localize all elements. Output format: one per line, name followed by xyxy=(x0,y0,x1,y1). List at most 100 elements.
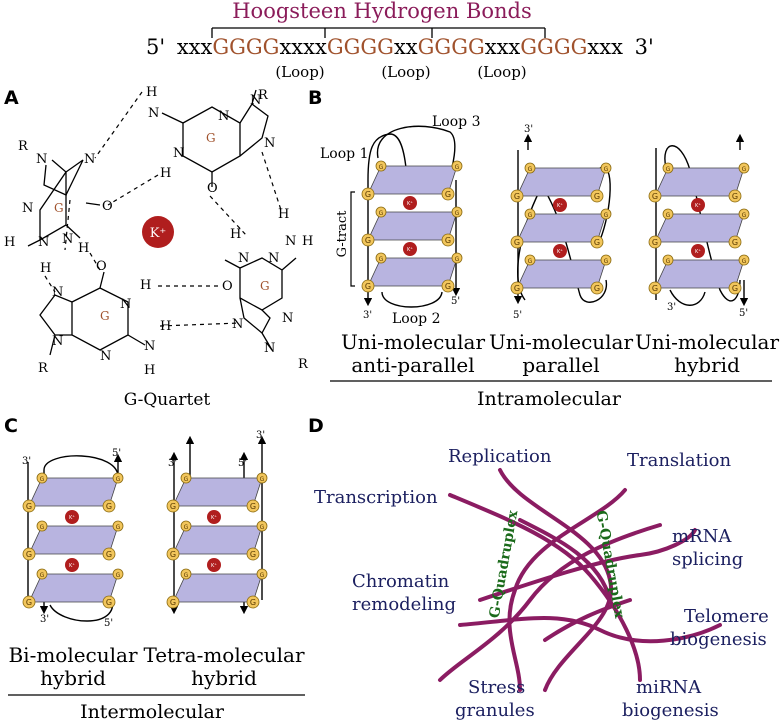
structure-label-hybrid-2: hybrid xyxy=(674,353,740,377)
k-ion-label: K⁺ xyxy=(211,563,217,569)
g-node xyxy=(662,208,674,220)
g-node-label: G xyxy=(652,192,658,201)
g-node xyxy=(246,499,260,513)
atom-text: N xyxy=(285,234,296,249)
atom-text: O xyxy=(222,279,233,294)
g-node-label: G xyxy=(594,192,600,201)
g-node xyxy=(441,233,455,247)
atom-text: H xyxy=(140,278,151,293)
g-node-label: G xyxy=(594,284,600,293)
g-node xyxy=(112,472,124,484)
g-node xyxy=(451,206,463,218)
g-node-label: G xyxy=(40,572,45,579)
g-node xyxy=(22,595,36,609)
g-node-label: G xyxy=(732,284,738,293)
g-node xyxy=(22,547,36,561)
g-node-label: G xyxy=(260,572,265,579)
g-node-label: G xyxy=(666,166,671,173)
atom-text: H xyxy=(4,235,15,250)
g-node xyxy=(648,235,662,249)
ion-label: K⁺ xyxy=(150,226,167,241)
g-tract-bracket xyxy=(350,191,355,287)
k-ion xyxy=(691,244,705,258)
panel-label-b: B xyxy=(308,87,322,109)
structure-label-parallel-2: parallel xyxy=(522,353,599,377)
g-node-label: G xyxy=(260,476,265,483)
g-node xyxy=(180,472,192,484)
g-quadruplex-label-left: G-Quadruplex xyxy=(487,509,522,620)
loop-label-1: (Loop) xyxy=(275,63,324,81)
g-node xyxy=(246,547,260,561)
g-node xyxy=(590,189,604,203)
prime-5-label: 5' xyxy=(238,458,247,469)
g-node xyxy=(441,187,455,201)
g-node xyxy=(662,254,674,266)
quartet-planes xyxy=(516,167,607,289)
g-node-label: G xyxy=(445,282,451,291)
g-node xyxy=(728,189,742,203)
atom-text: N xyxy=(22,201,33,216)
g-node xyxy=(524,254,536,266)
k-ion-label: K⁺ xyxy=(695,203,701,209)
atom-text: O xyxy=(102,199,113,214)
potassium-ion xyxy=(142,216,174,248)
structure-label-tetra-molecular-2: hybrid xyxy=(191,666,257,690)
label-translation: Translation xyxy=(627,450,731,471)
k-ion-label: K⁺ xyxy=(407,247,413,253)
loop-1-label: Loop 1 xyxy=(320,146,368,162)
intermolecular-label: Intermolecular xyxy=(80,701,225,723)
panel-d: D G-Quadruplex G-Quadruplex Replication … xyxy=(308,415,769,721)
g-node xyxy=(600,208,612,220)
g-node-label: G xyxy=(170,598,176,607)
label-transcription: Transcription xyxy=(314,487,438,508)
g-node-label: G xyxy=(666,212,671,219)
g-node xyxy=(728,281,742,295)
g-node-label: G xyxy=(742,166,747,173)
g-node-label: G xyxy=(528,212,533,219)
g-node-label: G xyxy=(742,212,747,219)
prime-5-label: 5' xyxy=(451,296,460,307)
g-node-label: G xyxy=(365,190,371,199)
g-node-label: G xyxy=(455,210,460,217)
guanine-bottom-left xyxy=(39,271,146,356)
g-node xyxy=(102,595,116,609)
g-node xyxy=(361,187,375,201)
prime-5-label: 5' xyxy=(513,310,522,321)
g-node xyxy=(256,520,268,532)
three-prime-label: 3' xyxy=(635,35,654,59)
g-node-label: G xyxy=(116,572,121,579)
g-node-label: G xyxy=(604,166,609,173)
g-node-label: G xyxy=(106,550,112,559)
g-node-label: G xyxy=(40,476,45,483)
k-ion xyxy=(553,198,567,212)
strand-curve xyxy=(438,523,662,682)
quartet-planes xyxy=(367,165,458,287)
label-mrna-1: mRNA xyxy=(672,526,732,547)
g-node xyxy=(361,233,375,247)
label-mirna-2: biogenesis xyxy=(622,700,719,721)
atom-text: H xyxy=(160,166,171,181)
atom-text: N xyxy=(120,297,131,312)
k-ion-label: K⁺ xyxy=(695,249,701,255)
panel-label-a: A xyxy=(4,87,19,109)
g-node xyxy=(451,160,463,172)
guanine-bottom-right xyxy=(224,257,297,351)
strand xyxy=(367,133,407,292)
g-node-label: G xyxy=(106,598,112,607)
k-ion-label: K⁺ xyxy=(69,515,75,521)
sequence-line: 5' xxxGGGGxxxxGGGGxxGGGGxxxGGGGxxx 3' xyxy=(146,35,654,59)
g-node-label: G xyxy=(379,256,384,263)
g-node xyxy=(22,499,36,513)
g-node-label: G xyxy=(170,502,176,511)
quartet-planes xyxy=(654,167,745,289)
panel-b: B Loop 3 Loop 1 Loop 2 G-tract xyxy=(308,87,779,410)
g-node xyxy=(112,568,124,580)
g-node-label: G xyxy=(455,256,460,263)
label-telomere-2: biogenesis xyxy=(670,629,767,650)
atom-text: N xyxy=(52,334,63,349)
panel-a: A G N H N H O N N R N xyxy=(4,85,313,410)
g-node xyxy=(246,595,260,609)
g-node-label: G xyxy=(365,282,371,291)
